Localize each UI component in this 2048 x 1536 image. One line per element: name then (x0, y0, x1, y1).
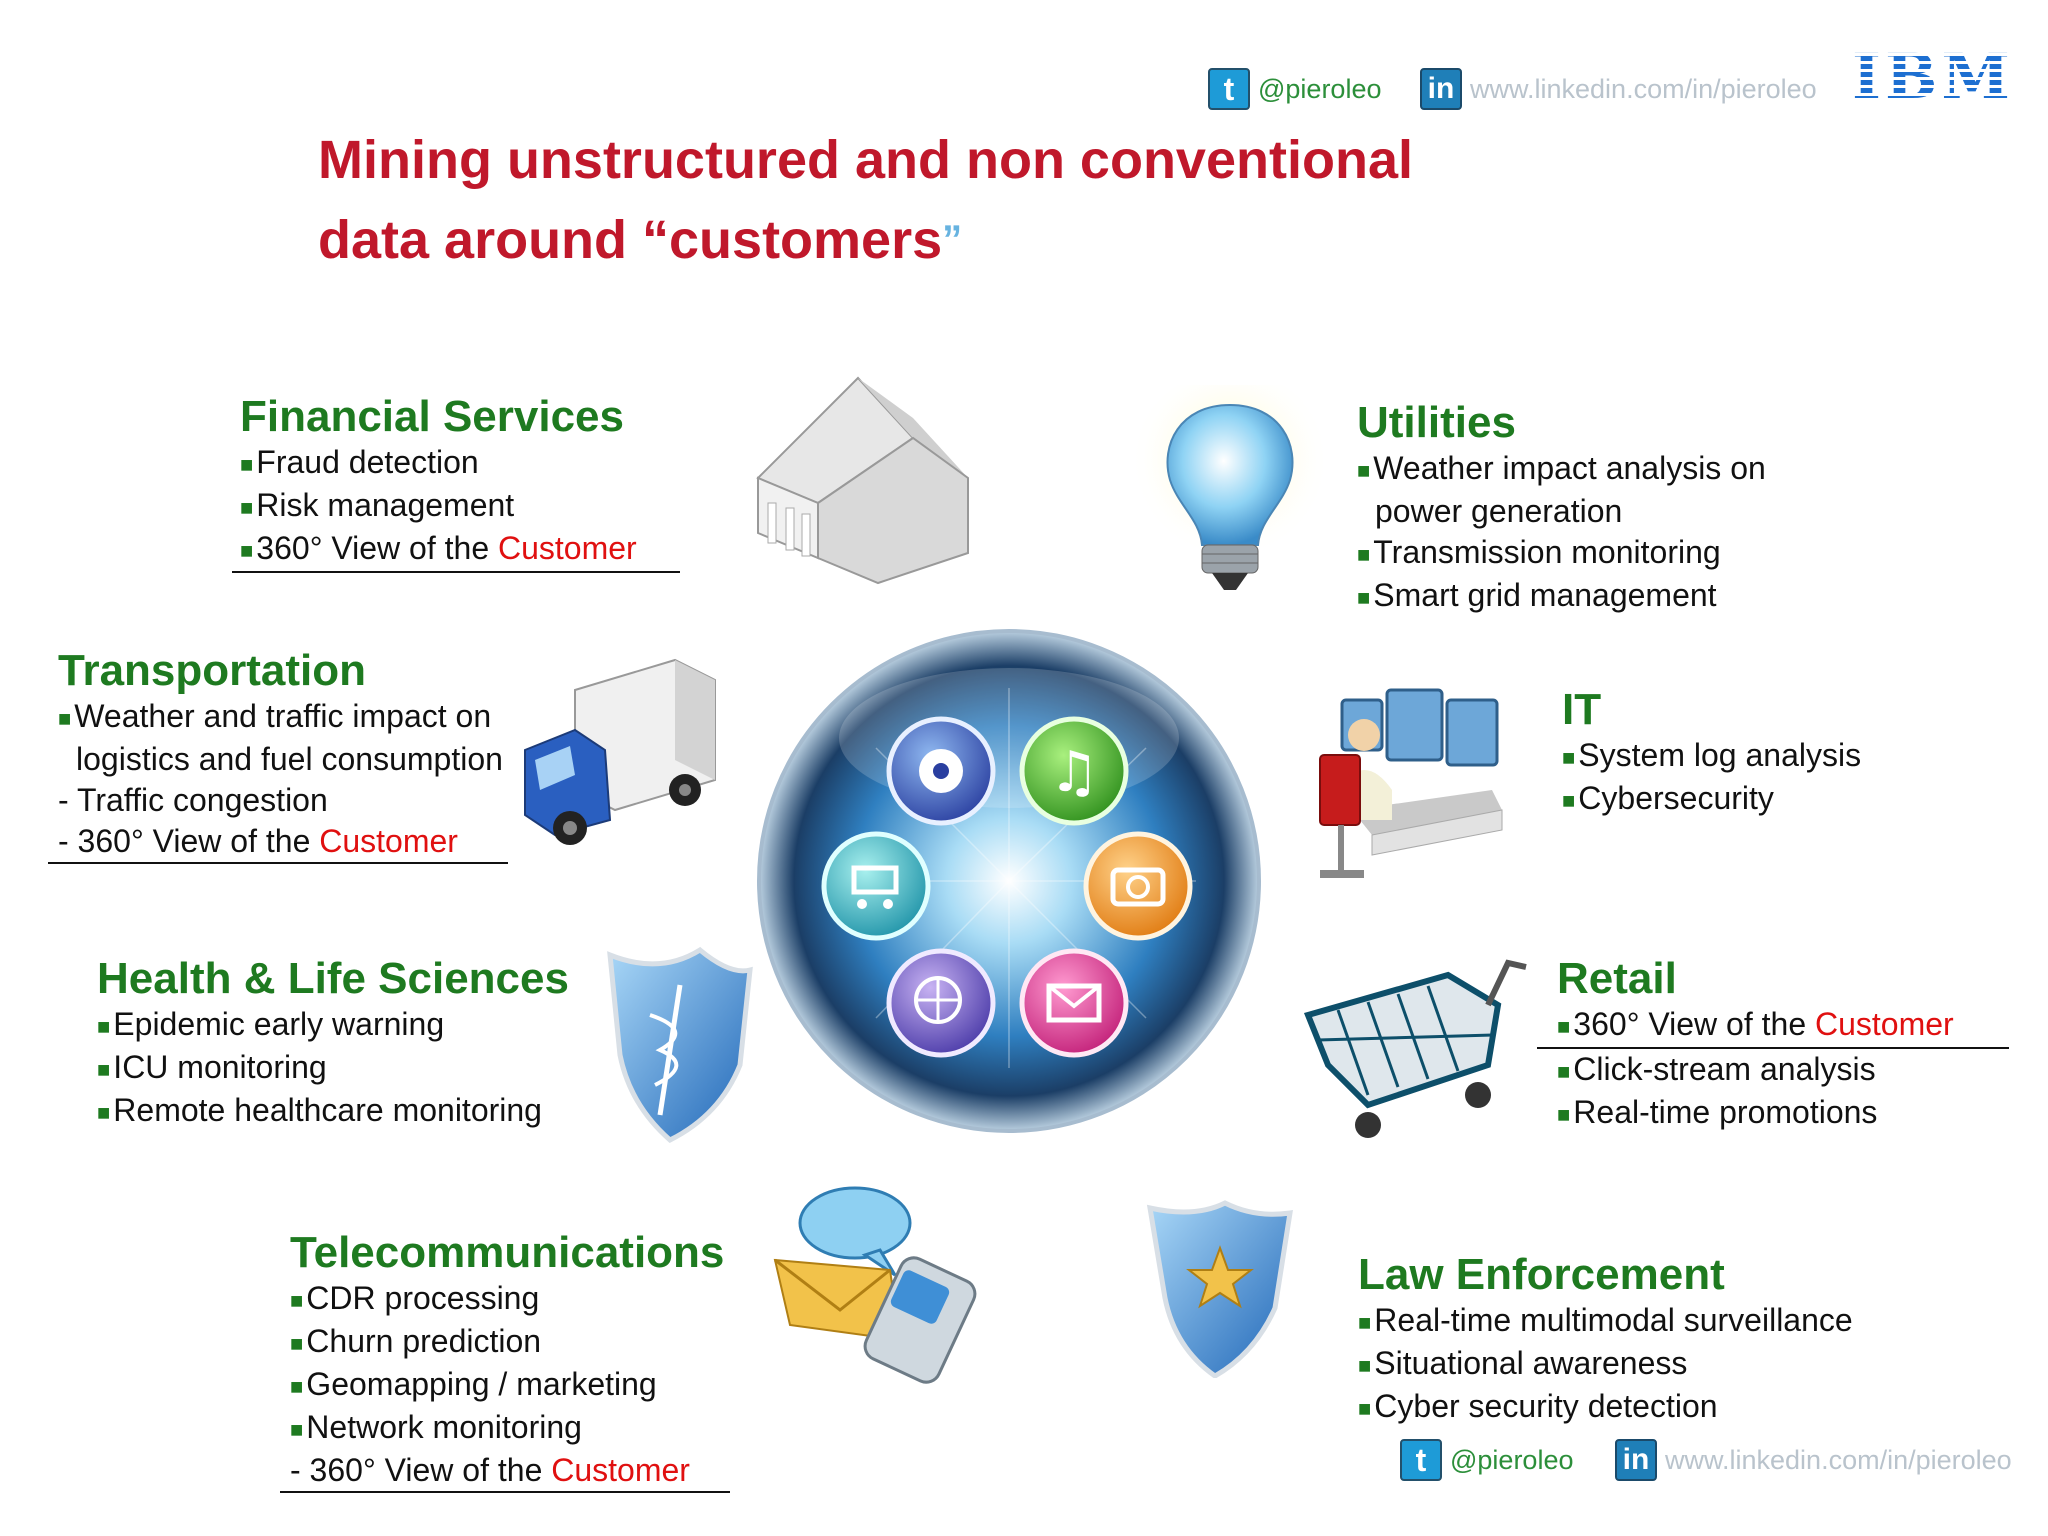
section-heading: Utilities (1357, 398, 1516, 447)
list-item: ■360° View of the Customer (232, 528, 680, 574)
header-linkedin[interactable]: in www.linkedin.com/in/pieroleo (1420, 68, 1817, 110)
svg-text:♫: ♫ (1049, 740, 1099, 805)
title-line-2-text: data around “customers (318, 210, 943, 270)
list-item: ■ICU monitoring (97, 1049, 327, 1086)
list-item: - Traffic congestion (58, 782, 328, 819)
title-line-1: Mining unstructured and non conventional (318, 130, 1413, 190)
linkedin-icon: in (1615, 1439, 1657, 1481)
list-item: ■Geomapping / marketing (290, 1366, 657, 1403)
media-globe-icon: ♫ (757, 629, 1261, 1133)
section-heading: Financial Services (240, 392, 624, 441)
list-item: ■Click-stream analysis (1557, 1051, 1876, 1088)
linkedin-icon: in (1420, 68, 1462, 110)
section-heading: Retail (1557, 954, 1677, 1003)
list-item: ■Transmission monitoring (1357, 534, 1721, 571)
lightbulb-icon (1130, 385, 1330, 590)
shield-caduceus-icon (607, 946, 753, 1143)
list-item: ■Fraud detection (240, 444, 479, 480)
list-item: ■Epidemic early warning (97, 1006, 445, 1042)
section-heading: Health & Life Sciences (97, 954, 569, 1003)
bank-icon (756, 376, 969, 585)
footer-twitter[interactable]: t @pieroleo (1400, 1439, 1573, 1481)
list-item: ■Weather impact analysis on (1357, 450, 1766, 486)
header-twitter[interactable]: t @pieroleo (1208, 68, 1381, 110)
list-item: - 360° View of the Customer (48, 821, 508, 865)
linkedin-url[interactable]: www.linkedin.com/in/pieroleo (1665, 1444, 2012, 1475)
title-line-2: data around “customers” (318, 200, 1413, 280)
section-heading: IT (1562, 685, 1602, 734)
section-utilities: Utilities ■Weather impact analysis on po… (1357, 398, 1766, 618)
list-item: logistics and fuel consumption (76, 741, 503, 778)
list-item: power generation (1375, 493, 1623, 530)
section-heading: Law Enforcement (1358, 1250, 1725, 1299)
police-badge-shield-icon (1146, 1200, 1293, 1378)
linkedin-url[interactable]: www.linkedin.com/in/pieroleo (1470, 73, 1817, 104)
list-item: - 360° View of the Customer (280, 1450, 730, 1494)
title-close-quote: ” (942, 218, 963, 262)
list-item: ■System log analysis (1562, 737, 1862, 773)
footer-linkedin[interactable]: in www.linkedin.com/in/pieroleo (1615, 1439, 2012, 1481)
section-retail: Retail ■360° View of the Customer ■Click… (1537, 954, 2009, 1135)
list-item: ■Weather and traffic impact on (58, 698, 492, 734)
shopping-cart-icon (1303, 959, 1527, 1138)
list-item: ■Situational awareness (1358, 1345, 1688, 1382)
twitter-handle[interactable]: @pieroleo (1258, 73, 1382, 104)
list-item: ■CDR processing (290, 1280, 540, 1316)
twitter-icon: t (1208, 68, 1250, 110)
list-item: ■Remote healthcare monitoring (97, 1092, 542, 1129)
list-item: ■Cyber security detection (1358, 1388, 1718, 1425)
section-heading: Transportation (58, 646, 367, 695)
list-item: ■Risk management (240, 487, 515, 524)
twitter-handle[interactable]: @pieroleo (1450, 1444, 1574, 1475)
section-law-enforcement: Law Enforcement ■Real-time multimodal su… (1358, 1250, 1853, 1429)
page-title: Mining unstructured and non conventional… (318, 120, 1413, 280)
list-item: ■Real-time promotions (1557, 1094, 1878, 1131)
section-heading: Telecommunications (290, 1228, 725, 1277)
section-health-life-sciences: Health & Life Sciences ■Epidemic early w… (97, 954, 569, 1133)
section-financial-services: Financial Services ■Fraud detection ■Ris… (232, 392, 680, 574)
list-item: ■Smart grid management (1357, 577, 1717, 614)
twitter-icon: t (1400, 1439, 1442, 1481)
list-item: ■Network monitoring (290, 1409, 582, 1446)
mail-phone-icon (773, 1186, 977, 1384)
ibm-logo: IBM (1852, 40, 2015, 113)
section-transportation: Transportation ■Weather and traffic impa… (48, 646, 508, 865)
section-telecommunications: Telecommunications ■CDR processing ■Chur… (280, 1228, 730, 1494)
list-item: ■Real-time multimodal surveillance (1358, 1302, 1853, 1338)
section-it: IT ■System log analysis ■Cybersecurity (1562, 685, 1861, 821)
list-item: ■Churn prediction (290, 1323, 542, 1360)
list-item: ■360° View of the Customer (1537, 1004, 2009, 1050)
list-item: ■Cybersecurity (1562, 780, 1774, 817)
truck-icon (524, 658, 716, 845)
computer-user-icon (1319, 688, 1503, 878)
